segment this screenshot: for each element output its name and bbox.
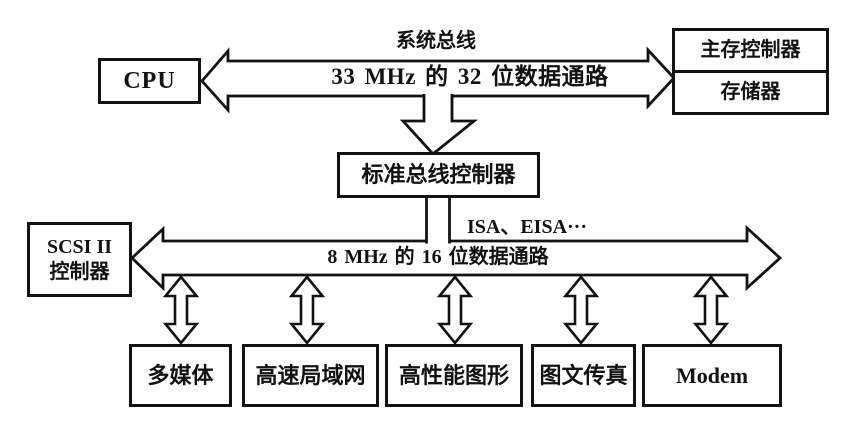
standard-bus-controller-box: 标准总线控制器 [337, 152, 540, 198]
modem-box: Modem [642, 344, 782, 407]
io-link-arrow-lan [288, 274, 326, 346]
io-link-arrow-fax [562, 274, 600, 346]
scsi-controller-box: SCSI II 控制器 [27, 222, 132, 297]
high-performance-graphics-box: 高性能图形 [385, 344, 523, 407]
standard-bus-controller-label: 标准总线控制器 [361, 162, 516, 188]
main-memory-controller-label: 主存控制器 [700, 39, 801, 61]
bus-junction-gap [427, 238, 449, 243]
memory-label: 存储器 [720, 81, 781, 103]
high-performance-graphics-label: 高性能图形 [398, 362, 509, 388]
isa-eisa-label: ISA、EISA··· [466, 216, 588, 238]
io-link-arrow-modem [692, 274, 730, 346]
io-link-arrow-multimedia [162, 274, 200, 346]
high-speed-lan-box: 高速局域网 [242, 344, 379, 407]
high-speed-lan-label: 高速局域网 [255, 362, 366, 388]
isa-bus-spec-label: 8 MHz 的 16 位数据通路 [327, 246, 549, 268]
fax-label: 图文传真 [539, 362, 628, 388]
system-bus-label: 系统总线 [396, 30, 476, 52]
cpu-label: CPU [123, 68, 176, 94]
fax-box: 图文传真 [531, 344, 636, 407]
isa-bus-arrow [129, 224, 783, 292]
memory-cell: 存储器 [675, 70, 826, 112]
scsi-label-line2: 控制器 [49, 260, 110, 283]
multimedia-label: 多媒体 [147, 362, 214, 388]
cpu-box: CPU [98, 58, 201, 104]
main-memory-controller-cell: 主存控制器 [675, 31, 826, 70]
branch-down-arrow [399, 94, 478, 156]
modem-label: Modem [675, 362, 749, 388]
multimedia-box: 多媒体 [129, 344, 232, 407]
memory-box: 主存控制器 存储器 [672, 28, 829, 115]
system-bus-spec-label: 33 MHz 的 32 位数据通路 [331, 64, 609, 89]
scsi-label-line1: SCSI II [46, 235, 113, 258]
io-link-arrow-graphics [436, 274, 474, 346]
